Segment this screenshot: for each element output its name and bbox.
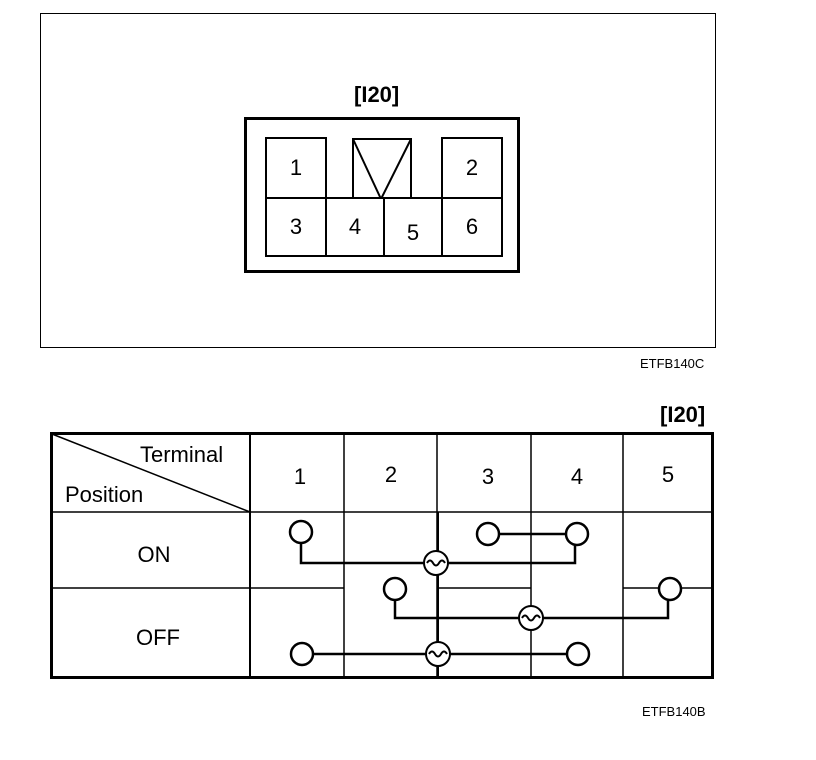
crossing-wave [428, 650, 448, 658]
terminal-circle-on-3 [475, 521, 501, 547]
terminal-circle-off-4 [565, 641, 591, 667]
pin-4: 4 [325, 197, 385, 257]
pin-6: 6 [441, 197, 503, 257]
pin-1: 1 [265, 137, 327, 199]
pin-3: 3 [265, 197, 327, 257]
connector-panel [40, 13, 716, 348]
pin-6-label: 6 [465, 214, 479, 239]
terminal-1-label: 1 [294, 464, 306, 489]
locking-tab-icon [352, 138, 412, 199]
terminal-circle-off-2 [382, 576, 408, 602]
continuity-table: Terminal Position 1 2 3 4 5 ON OFF [50, 432, 714, 679]
terminal-4-label: 4 [571, 464, 583, 489]
header-position-label: Position [65, 482, 143, 507]
pin-1-label: 1 [289, 155, 303, 180]
position-on-label: ON [138, 542, 171, 567]
pin-5-label: 5 [406, 220, 420, 245]
terminal-circle-on-4 [564, 521, 590, 547]
crossing-wave [426, 559, 446, 567]
crossing-symbol-icon [423, 550, 449, 576]
crossing-symbol-icon [518, 605, 544, 631]
terminal-5-label: 5 [662, 462, 674, 487]
image-code-top: ETFB140C [640, 356, 705, 371]
crossing-symbol-icon [425, 641, 451, 667]
pin-4-label: 4 [348, 214, 362, 239]
terminal-2-label: 2 [385, 462, 397, 487]
connector-id-top: [I20] [354, 82, 400, 107]
header-diagonal [51, 433, 251, 513]
terminal-circle-on-1 [288, 519, 314, 545]
position-off-label: OFF [136, 625, 180, 650]
connector-body: 1 2 3 4 5 6 [244, 117, 520, 273]
pin-5: 5 [383, 197, 443, 257]
pin-2: 2 [441, 137, 503, 199]
terminal-3-label: 3 [482, 464, 494, 489]
pin-2-label: 2 [465, 155, 479, 180]
terminal-circle-off-1 [289, 641, 315, 667]
terminal-circle-off-5 [657, 576, 683, 602]
pin-3-label: 3 [289, 214, 303, 239]
table-border [50, 432, 714, 679]
crossing-wave [521, 614, 541, 622]
header-terminal-label: Terminal [140, 442, 223, 467]
connector-id-bottom: [I20] [660, 402, 706, 427]
image-code-bottom: ETFB140B [642, 704, 706, 719]
